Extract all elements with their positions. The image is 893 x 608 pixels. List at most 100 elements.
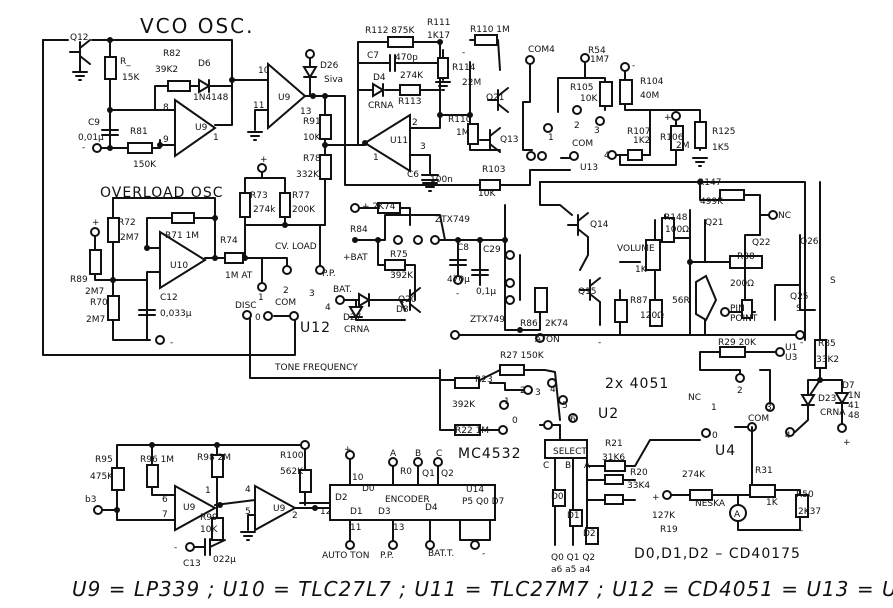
comparator-label: R96 1M <box>140 455 174 465</box>
resistor <box>437 57 449 79</box>
resistor <box>107 295 120 321</box>
u13-label: R106 <box>660 133 684 143</box>
overload-label: R72 <box>118 218 136 228</box>
u3-label: 3 <box>766 403 772 413</box>
wire <box>399 287 421 313</box>
audio-label: NC <box>778 211 791 221</box>
overload-label: R73 <box>250 191 268 201</box>
wire <box>699 351 776 406</box>
u4-label: + <box>652 493 660 503</box>
u4-label: 2K37 <box>798 507 821 517</box>
u13-label: R54 <box>588 46 606 56</box>
audio-label: R85 <box>818 339 836 349</box>
u11-label: R113 <box>398 97 421 107</box>
u2-label: R22 1M <box>455 426 489 436</box>
overload-label: + <box>260 155 268 165</box>
u13-label: - <box>632 61 635 71</box>
bat-label: CRNA <box>344 325 370 335</box>
resistor <box>499 364 525 376</box>
junction-dot <box>517 327 523 333</box>
comparator-label: 5 <box>245 507 251 517</box>
terminal-pin <box>775 347 785 357</box>
resistor <box>89 249 102 275</box>
encoder-label: P.P. <box>380 551 394 561</box>
junction-dot <box>212 215 218 221</box>
diode <box>834 392 850 405</box>
vco-label: 150K <box>133 160 157 170</box>
u4-label: NESKA <box>695 499 726 509</box>
resistor <box>604 474 624 485</box>
u2-label: 2x 4051 <box>605 376 669 392</box>
u12-label: 0 <box>255 313 261 323</box>
terminal-pin <box>450 330 460 340</box>
u3-label: 1N <box>848 391 860 401</box>
resistor <box>689 489 713 501</box>
u11-label: 274K <box>400 71 424 81</box>
u3-label: 4 <box>785 431 791 441</box>
bat-label: +BAT <box>343 253 368 263</box>
overload-label: 3 <box>309 289 315 299</box>
terminal-pin <box>425 540 435 550</box>
u12-label: U12 <box>300 320 331 336</box>
terminal-pin <box>543 420 553 430</box>
comparator-label: 4 <box>245 485 251 495</box>
encoder-label: D1 <box>350 507 363 517</box>
wire <box>112 197 151 341</box>
vco-label: R81 <box>130 127 148 137</box>
u13-label: 2 <box>574 121 580 131</box>
audio-label: Q14 <box>590 220 609 230</box>
vco-label: R78 <box>303 154 321 164</box>
terminal-pin <box>765 402 775 412</box>
u4-label: SELECT <box>553 447 587 457</box>
encoder-label: Q2 <box>441 469 454 479</box>
comparator-label: 10K <box>200 525 218 535</box>
comparator-label: 475K <box>90 472 114 482</box>
u4-label: R20 <box>630 468 648 478</box>
terminal-pin <box>257 163 267 173</box>
u12-label: TONE FREQUENCY <box>274 363 358 373</box>
u4-label: 1K <box>766 498 779 508</box>
u11-label: R110 <box>448 115 472 125</box>
bat-label: ATON <box>535 335 560 345</box>
encoder-label: 12 <box>320 507 331 517</box>
terminal-pin <box>282 265 292 275</box>
comparator-label: 2 <box>292 511 298 521</box>
comparator-label: C13 <box>183 559 201 569</box>
terminal-pin <box>505 278 515 288</box>
overload-label: + <box>92 218 100 228</box>
resistor <box>649 299 663 327</box>
encoder-label: MC4532 <box>458 446 521 462</box>
wire <box>692 157 708 167</box>
audio-label: R87 <box>630 296 648 306</box>
u11-label: 470p <box>395 53 418 63</box>
u2-label: 0 <box>512 416 518 426</box>
vco-label: 9 <box>163 135 169 145</box>
wire <box>344 144 571 186</box>
encoder-label: BAT.T. <box>428 549 454 559</box>
bat-label: D27 <box>343 313 361 323</box>
overload-label: 2M7 <box>120 233 139 243</box>
overload-label: R71 1M <box>165 231 199 241</box>
u4-label: C <box>543 461 549 471</box>
junction-dot <box>107 37 113 43</box>
comparator-label: R98 2M <box>197 453 231 463</box>
terminal-pin <box>537 151 547 161</box>
bat-label: - <box>456 289 459 299</box>
junction-dot <box>114 507 120 513</box>
wire <box>138 309 156 316</box>
terminal-pin <box>470 540 480 550</box>
u13-label: 1K5 <box>712 143 729 153</box>
wire <box>101 129 119 136</box>
resistor <box>474 34 498 46</box>
diode <box>800 394 816 407</box>
wire <box>389 54 396 72</box>
overload-label: - <box>170 338 173 348</box>
resistor <box>171 212 195 224</box>
terminal-pin <box>242 310 252 320</box>
u12-label: DISC <box>235 301 257 311</box>
u13-label: 10K <box>580 94 598 104</box>
terminal-pin <box>92 143 102 153</box>
bat-label: ZTX749 <box>435 215 470 225</box>
u3-label: R29 20K <box>718 338 757 348</box>
